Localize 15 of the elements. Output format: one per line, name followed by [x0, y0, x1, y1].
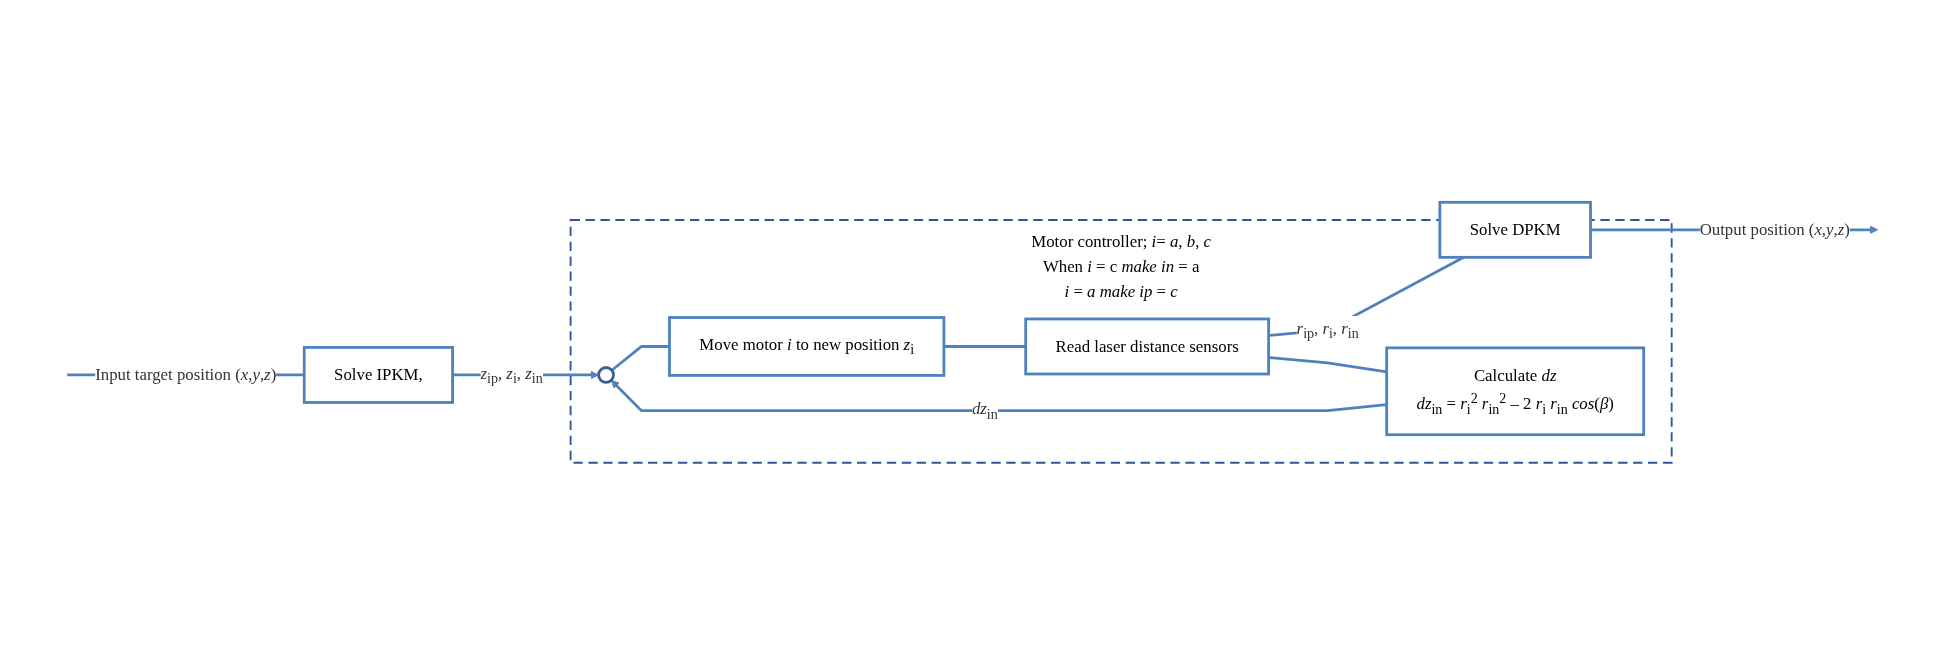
node-box: Move motor i to new position z$_{i}$ — [668, 316, 946, 377]
connector — [1268, 356, 1387, 374]
edge-label: Input target position (x,y,z) — [95, 365, 277, 384]
edge-label: r$_{ip}$, r$_{i}$, r$_{in}$ — [1296, 318, 1359, 341]
node-box: Calculate dz dz$_{in}$ = r$_{i}$$^{2}$ r$_{in}$$^{2}$ – 2 r$_{i}$ r$_{in}$ cos(β) — [1385, 346, 1646, 437]
connector — [611, 345, 670, 372]
arrow — [610, 379, 1387, 413]
edge-label: Output position (x,y,z) — [1699, 220, 1850, 239]
node-box: Solve DPKM — [1438, 200, 1592, 259]
edge-label: z$_{ip}$, z$_{i}$, z$_{in}$ — [480, 363, 543, 386]
node-box: Read laser distance sensors — [1024, 317, 1270, 376]
node-box: Solve IPKM, — [302, 346, 454, 404]
edge-label: dz$_{in}$ — [971, 399, 998, 422]
node-circle — [597, 366, 615, 384]
connector — [943, 345, 1026, 348]
